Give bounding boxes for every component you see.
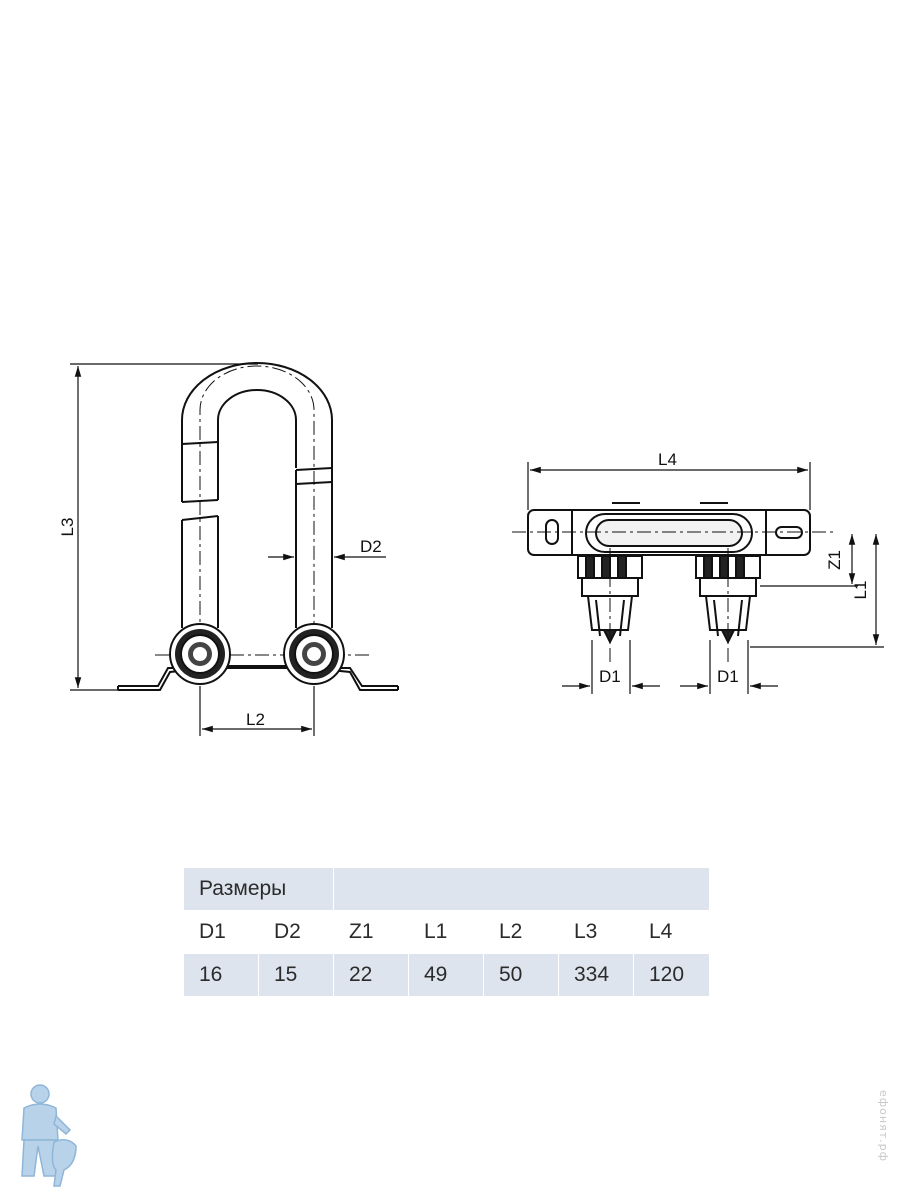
table-title: Размеры: [183, 867, 334, 911]
table-row: 16 15 22 49 50 334 120: [183, 953, 711, 997]
plumber-logo: [21, 1084, 77, 1187]
right-outlet-fitting: [283, 623, 345, 685]
header-cell: L1: [408, 910, 484, 954]
value-cell: 49: [408, 953, 484, 997]
dimensions-table: Размеры D1 D2 Z1 L1 L2 L3 L4 16 15 22 49…: [183, 867, 711, 997]
dimension-label-d2: D2: [360, 537, 382, 556]
dimension-label-l4: L4: [658, 450, 677, 469]
dimension-label-l1: L1: [851, 581, 870, 600]
header-cell: L3: [558, 910, 634, 954]
dimensions-table-wrap: Размеры D1 D2 Z1 L1 L2 L3 L4 16 15 22 49…: [183, 867, 711, 997]
right-view-outlet-left: [577, 548, 643, 662]
dimension-label-d1-left: D1: [599, 667, 621, 686]
value-cell: 50: [483, 953, 559, 997]
value-cell: 334: [558, 953, 634, 997]
value-cell: 16: [183, 953, 259, 997]
table-title-spacer: [332, 867, 711, 911]
header-cell: L4: [632, 910, 711, 954]
header-cell: Z1: [333, 910, 409, 954]
dimension-d1-right: [680, 640, 778, 694]
dimension-label-d1-right: D1: [717, 667, 739, 686]
dimension-l4: [527, 462, 811, 510]
dimension-label-l3: L3: [58, 518, 77, 537]
dimension-z1: [760, 534, 858, 587]
left-view-u-bend: [181, 362, 333, 640]
dimension-d1-left: [562, 640, 660, 694]
left-view-wall-plate: [117, 654, 399, 691]
right-view-bracket: [512, 502, 835, 556]
dimension-l1: [750, 534, 884, 648]
header-cell: D1: [183, 910, 259, 954]
value-cell: 22: [333, 953, 409, 997]
table-header-row: D1 D2 Z1 L1 L2 L3 L4: [183, 910, 711, 954]
site-watermark: ефонят.рф: [877, 1090, 890, 1163]
dimension-label-l2: L2: [246, 710, 265, 729]
dimension-l3: [70, 363, 258, 691]
right-view-outlet-right: [695, 548, 761, 662]
header-cell: L2: [483, 910, 559, 954]
dimension-label-z1: Z1: [825, 550, 844, 570]
value-cell: 15: [258, 953, 334, 997]
header-cell: D2: [258, 910, 334, 954]
table-title-row: Размеры: [183, 867, 711, 911]
dimension-l2: [199, 686, 315, 736]
value-cell: 120: [632, 953, 711, 997]
left-outlet-fitting: [169, 623, 231, 685]
